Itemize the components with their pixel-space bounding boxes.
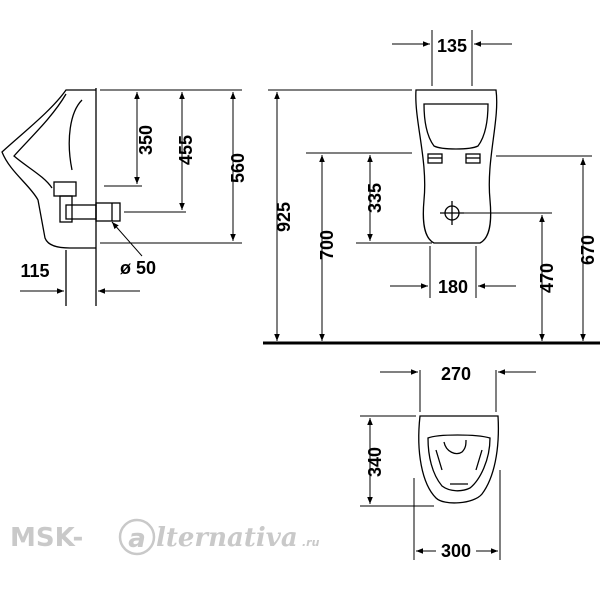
side-drain-coupler: [95, 202, 121, 222]
watermark-logo: MSK- a lternativa .ru: [10, 518, 320, 556]
watermark-at-ring: [118, 518, 156, 556]
dim-label-180: 180: [438, 277, 468, 297]
top-drain-arc: [443, 439, 467, 455]
side-urinal-inner: [13, 93, 67, 189]
top-view: [418, 415, 500, 504]
side-dim-labels: 350 455 560 115 ø 50: [20, 125, 248, 281]
front-dims: [268, 30, 592, 341]
dim-label-d50: ø 50: [120, 258, 156, 278]
front-dim-labels: 135 925 700 335 180 470 670: [274, 36, 598, 297]
dim-label-135: 135: [437, 36, 467, 56]
top-dims: [360, 369, 536, 560]
side-urinal-rim: [68, 99, 83, 171]
dim-label-350: 350: [136, 125, 156, 155]
dim-label-455: 455: [176, 135, 196, 165]
dim-label-925: 925: [274, 202, 294, 232]
front-view: [415, 89, 498, 244]
dim-label-340: 340: [365, 447, 385, 477]
dim-label-335: 335: [365, 183, 385, 213]
side-view: [1, 88, 121, 306]
top-line-right: [475, 449, 483, 471]
dim-label-270: 270: [441, 364, 471, 384]
dim-label-115: 115: [20, 261, 49, 281]
side-dims: [20, 89, 242, 294]
watermark-at: a: [128, 524, 146, 554]
side-urinal-body: [1, 89, 96, 249]
top-urinal-bowl: [427, 434, 491, 492]
dim-label-560: 560: [228, 153, 248, 183]
leader-d50: [111, 221, 143, 257]
front-urinal-body: [415, 89, 498, 244]
top-line-left: [435, 449, 443, 471]
watermark-brand: MSK-: [10, 523, 83, 553]
top-urinal-body: [418, 415, 500, 504]
dim-label-670: 670: [578, 235, 598, 265]
side-drain-pipe: [65, 204, 97, 220]
dim-label-470: 470: [537, 263, 557, 293]
front-urinal-opening: [423, 103, 489, 150]
dim-label-300: 300: [441, 541, 471, 561]
watermark-rest: lternativa: [156, 523, 298, 553]
watermark-suffix: .ru: [302, 536, 320, 549]
top-dim-labels: 270 340 300: [365, 364, 476, 561]
side-trap-stem: [59, 195, 73, 223]
dim-label-700: 700: [317, 230, 337, 260]
dim-label-300-bg: [436, 540, 476, 560]
side-trap: [53, 181, 77, 197]
